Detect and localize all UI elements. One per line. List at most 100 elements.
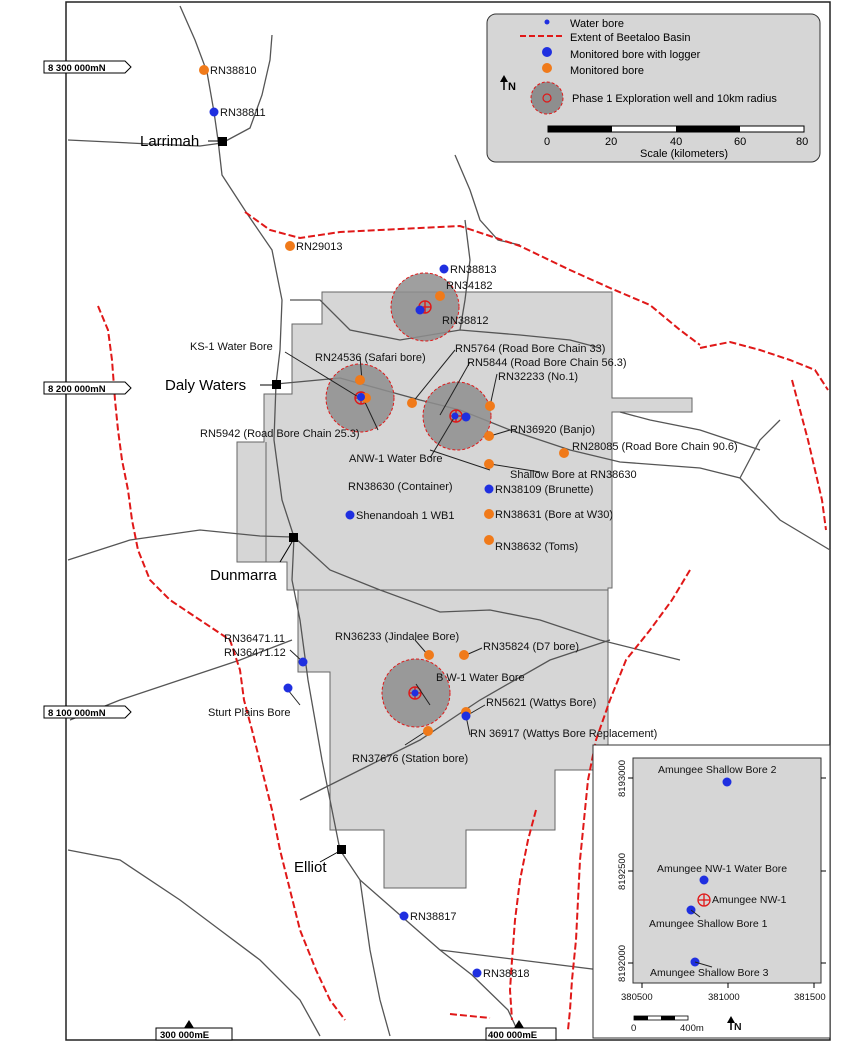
bore-rn38810 [199, 65, 209, 75]
legend-monitored-bore: Monitored bore [570, 65, 644, 77]
label-rn38817: RN38817 [410, 911, 456, 923]
bore-rn36920 [484, 431, 494, 441]
legend-logger-bore-icon [542, 47, 552, 57]
label-bw1: B W-1 Water Bore [436, 672, 525, 684]
bore-sturt [283, 683, 293, 693]
bore-rn38817 [399, 911, 409, 921]
label-rn36233: RN36233 (Jindalee Bore) [335, 631, 459, 643]
label-rn36471-12: RN36471.12 [224, 647, 286, 659]
monitored-bores [199, 65, 569, 736]
easting-400000: 400 000mE [488, 1030, 537, 1041]
town-daly-waters: Daly Waters [165, 377, 246, 394]
northing-8100000: 8 100 000mN [48, 708, 106, 719]
inset-bore-nw1water [699, 875, 709, 885]
legend-north-label: N [508, 81, 516, 93]
bore-rn35824 [459, 650, 469, 660]
label-rn5942: RN5942 (Road Bore Chain 25.3) [200, 428, 360, 440]
easting-labels: 300 000mE 400 000mE [155, 1020, 557, 1041]
label-shenandoah: Shenandoah 1 WB1 [356, 510, 454, 522]
inset-y-tick-8192500: 8192500 [617, 853, 628, 890]
inset-label-nw1water: Amungee NW-1 Water Bore [657, 863, 787, 875]
bore-rn28085 [559, 448, 569, 458]
bore-shenandoah [345, 510, 355, 520]
inset-y-tick-8192000: 8192000 [617, 945, 628, 982]
bore-rn32233 [485, 401, 495, 411]
label-rn38810: RN38810 [210, 65, 256, 77]
bore-rn38631 [484, 509, 494, 519]
inset-label-shallow3: Amungee Shallow Bore 3 [650, 967, 769, 979]
bore-rn36471 [298, 657, 308, 667]
northing-8200000: 8 200 000mN [48, 384, 106, 395]
legend-exploration-radius-icon [530, 81, 564, 115]
legend-north-arrow-icon [500, 75, 508, 90]
inset-x-tick-381000: 381000 [708, 992, 740, 1003]
bore-rn29013 [285, 241, 295, 251]
label-rn38812: RN38812 [442, 315, 488, 327]
inset-north-label: N [734, 1021, 742, 1033]
bore-rn36233 [424, 650, 434, 660]
basin-extent-lines [97, 211, 829, 1031]
label-rn38632: RN38632 (Toms) [495, 541, 578, 553]
label-rn24536: RN24536 (Safari bore) [315, 352, 426, 364]
label-rn29013: RN29013 [296, 241, 342, 253]
legend-scale-tick-80: 80 [796, 136, 808, 148]
label-rn5844: RN5844 (Road Bore Chain 56.3) [467, 357, 627, 369]
inset-bore-shallow2 [722, 777, 732, 787]
legend-scale-tick-40: 40 [670, 136, 682, 148]
inset-y-tick-8193000: 8193000 [617, 760, 628, 797]
bore-rn38818 [472, 968, 482, 978]
bore-rn38812 [415, 305, 425, 315]
label-rn38813: RN38813 [450, 264, 496, 276]
legend-logger-bore: Monitored bore with logger [570, 49, 701, 61]
inset-label-shallow1: Amungee Shallow Bore 1 [649, 918, 768, 930]
bore-rn5764 [407, 398, 417, 408]
bore-rn5844 [461, 412, 471, 422]
town-elliot: Elliot [294, 859, 327, 876]
towns: Larrimah Daly Waters Dunmarra Elliot [140, 133, 346, 876]
bore-rn34182 [435, 291, 445, 301]
legend-scale-tick-0: 0 [544, 136, 550, 148]
bore-rn38813 [439, 264, 449, 274]
inset-scale-end: 400m [680, 1023, 704, 1034]
label-rn5621: RN5621 (Wattys Bore) [486, 697, 596, 709]
label-rn38109: RN38109 (Brunette) [495, 484, 593, 496]
legend-water-bore-icon [544, 19, 550, 25]
town-dunmarra-marker [289, 533, 298, 542]
bore-rn38811 [209, 107, 219, 117]
inset-exploration-well [697, 893, 711, 907]
label-ks1: KS-1 Water Bore [190, 341, 273, 353]
label-rn36920: RN36920 (Banjo) [510, 424, 595, 436]
inset-x-tick-380500: 380500 [621, 992, 653, 1003]
inset-map: 8193000 8192500 8192000 380500 381000 38… [592, 744, 831, 1039]
legend-scale-caption: Scale (kilometers) [640, 148, 728, 160]
legend-scale-tick-20: 20 [605, 136, 617, 148]
legend-scale-tick-60: 60 [734, 136, 746, 148]
legend-exploration-well-icon [542, 93, 552, 103]
bore-rn36917 [461, 711, 471, 721]
inset-label-shallow2: Amungee Shallow Bore 2 [658, 764, 777, 776]
label-shallow38630: Shallow Bore at RN38630 [510, 469, 637, 481]
northing-8300000: 8 300 000mN [48, 63, 106, 74]
label-anw1: ANW-1 Water Bore [349, 453, 443, 465]
bore-anw1 [451, 412, 459, 420]
logger-bores [209, 107, 494, 978]
label-rn38811: RN38811 [220, 107, 266, 119]
bore-rn37676 [423, 726, 433, 736]
label-rn38631: RN38631 (Bore at W30) [495, 509, 613, 521]
basin-region [236, 291, 693, 889]
bore-rn24536 [355, 375, 365, 385]
bore-rn38109 [484, 484, 494, 494]
label-rn5764: RN5764 (Road Bore Chain 33) [455, 343, 605, 355]
label-rn38630: RN38630 (Container) [348, 481, 453, 493]
easting-300000: 300 000mE [160, 1030, 209, 1041]
bore-bw1 [411, 689, 419, 697]
label-rn36917: RN 36917 (Wattys Bore Replacement) [470, 728, 657, 740]
legend: Water bore Extent of Beetaloo Basin Moni… [486, 13, 821, 163]
label-rn32233: RN32233 (No.1) [498, 371, 578, 383]
northing-labels: 8 300 000mN 8 200 000mN 8 100 000mN [43, 60, 132, 719]
inset-x-tick-381500: 381500 [794, 992, 826, 1003]
label-rn28085: RN28085 (Road Bore Chain 90.6) [572, 441, 738, 453]
inset-scale-start: 0 [631, 1023, 636, 1034]
